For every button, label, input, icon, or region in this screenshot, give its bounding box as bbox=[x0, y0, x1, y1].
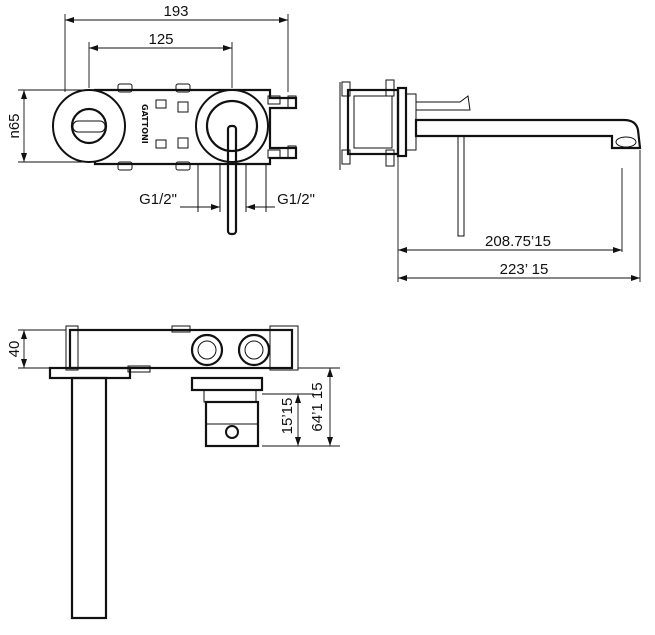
mixer-cap bbox=[205, 99, 259, 153]
spout bbox=[414, 118, 642, 150]
spout-outlet-slot bbox=[72, 120, 106, 133]
plate-ear bbox=[287, 145, 297, 159]
lever-side bbox=[415, 95, 471, 111]
plate-ear bbox=[287, 95, 297, 109]
dim-plate-height: n65 bbox=[6, 113, 23, 138]
plate-slot bbox=[175, 83, 191, 93]
spout-flange-top bbox=[48, 366, 132, 380]
dim-centre-distance: 125 bbox=[148, 31, 173, 48]
rosette-flange bbox=[396, 86, 408, 158]
plate-slot bbox=[175, 161, 191, 171]
dim-spout-reach: 208.75’15 bbox=[485, 233, 551, 250]
front-view: GATTONI 193 125 n65 bbox=[6, 3, 315, 236]
plate-slot bbox=[155, 99, 167, 109]
plate-slot bbox=[267, 95, 281, 105]
spout-top bbox=[70, 376, 108, 620]
spout-aerator bbox=[615, 136, 637, 148]
brand-logo: GATTONI bbox=[140, 104, 149, 144]
body-end-cap bbox=[65, 325, 79, 371]
dim-adjustment-max: 64’1 15 bbox=[309, 382, 326, 431]
lever-handle bbox=[226, 124, 238, 236]
mounting-plate bbox=[93, 88, 298, 166]
plate-slot bbox=[117, 161, 133, 171]
body-end-cap bbox=[269, 325, 299, 371]
handle-drop bbox=[457, 135, 465, 237]
plate-slot bbox=[177, 101, 189, 113]
dim-inlet-left: G1/2" bbox=[139, 191, 177, 208]
plate-slot bbox=[117, 83, 133, 93]
inlet-ring-right bbox=[237, 333, 271, 367]
plate-slot bbox=[267, 149, 281, 159]
inlet-ring-left bbox=[190, 333, 224, 367]
dim-overall-width: 193 bbox=[163, 3, 188, 20]
spout-outlet bbox=[70, 107, 108, 145]
plate-slot bbox=[177, 137, 189, 149]
plate-slot bbox=[155, 139, 167, 149]
spout-rosette bbox=[52, 89, 126, 163]
top-view: 40 15’15 64’1 15 bbox=[6, 325, 340, 620]
dim-overall-projection: 223’ 15 bbox=[500, 261, 549, 278]
wall-box bbox=[346, 88, 400, 156]
mixer-flange-top bbox=[190, 376, 264, 392]
concealed-body bbox=[68, 328, 294, 370]
handle-knob bbox=[225, 425, 239, 439]
side-view: 208.75’15 223’ 15 bbox=[339, 79, 642, 282]
dim-adjustment-min: 15’15 bbox=[279, 398, 296, 435]
dim-body-depth: 40 bbox=[6, 341, 23, 358]
wall-box-inner bbox=[353, 95, 393, 149]
dim-inlet-right: G1/2" bbox=[277, 191, 315, 208]
